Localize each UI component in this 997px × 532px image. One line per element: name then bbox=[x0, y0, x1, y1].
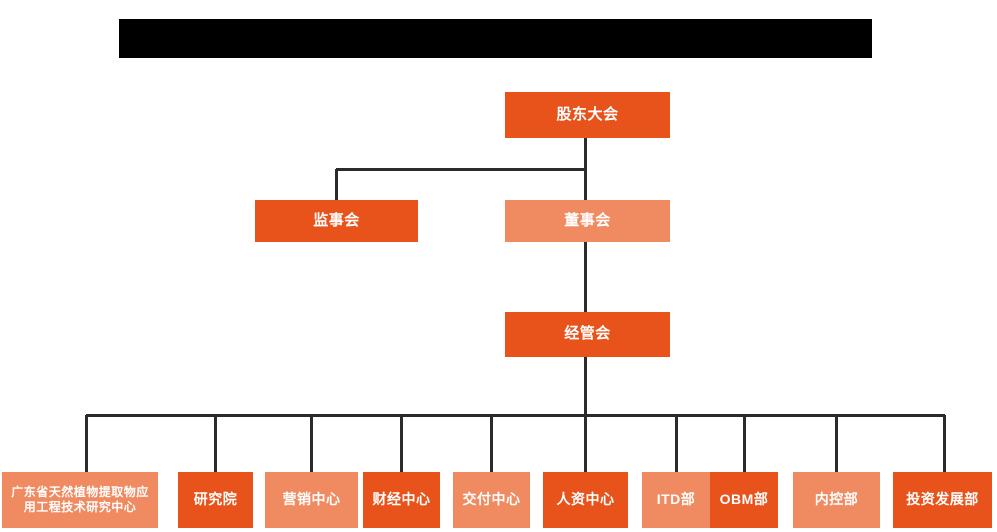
edge-directors-management bbox=[584, 242, 587, 312]
edge-leaf-2 bbox=[214, 415, 217, 472]
edge-leaf-1 bbox=[85, 415, 88, 472]
org-node-hr-center[interactable]: 人资中心 bbox=[543, 472, 628, 528]
edge-leaf-8 bbox=[743, 415, 746, 472]
org-node-label-hr-center: 人资中心 bbox=[556, 491, 615, 508]
edge-leaf-bus bbox=[86, 414, 945, 417]
edge-supervisors-drop bbox=[335, 169, 338, 200]
org-node-label-directors: 董事会 bbox=[564, 211, 611, 229]
org-node-management[interactable]: 经管会 bbox=[505, 312, 670, 357]
org-node-label-management: 经管会 bbox=[564, 325, 611, 343]
org-node-itd-dept[interactable]: ITD部 bbox=[642, 472, 710, 528]
org-node-label-obm-dept: OBM部 bbox=[719, 491, 769, 508]
org-node-label-investment-dev: 投资发展部 bbox=[906, 491, 979, 508]
edge-leaf-3 bbox=[310, 415, 313, 472]
org-node-label-internal-control: 内控部 bbox=[814, 491, 859, 508]
org-node-label-marketing-center: 营销中心 bbox=[282, 491, 341, 508]
edge-leaf-7 bbox=[675, 415, 678, 472]
edge-directors-drop bbox=[584, 169, 587, 200]
org-node-obm-dept[interactable]: OBM部 bbox=[710, 472, 778, 528]
org-node-directors[interactable]: 董事会 bbox=[505, 200, 670, 242]
edge-l2-bus bbox=[336, 168, 587, 171]
org-node-label-delivery-center: 交付中心 bbox=[462, 491, 521, 508]
org-node-supervisors[interactable]: 监事会 bbox=[255, 200, 418, 242]
org-node-label-itd-dept: ITD部 bbox=[656, 491, 696, 508]
org-node-delivery-center[interactable]: 交付中心 bbox=[453, 472, 530, 528]
edge-management-stem bbox=[584, 357, 587, 415]
org-node-research-institute[interactable]: 研究院 bbox=[178, 472, 253, 528]
edge-leaf-4 bbox=[400, 415, 403, 472]
org-node-marketing-center[interactable]: 营销中心 bbox=[265, 472, 358, 528]
org-node-label-shareholders: 股东大会 bbox=[556, 105, 619, 123]
org-node-internal-control[interactable]: 内控部 bbox=[793, 472, 880, 528]
org-node-gd-research-center[interactable]: 广东省天然植物提取物应用工程技术研究中心 bbox=[2, 472, 158, 528]
org-node-label-supervisors: 监事会 bbox=[313, 211, 360, 229]
edge-leaf-9 bbox=[835, 415, 838, 472]
org-node-label-research-institute: 研究院 bbox=[193, 491, 238, 508]
title-banner bbox=[119, 19, 872, 58]
title-banner-text bbox=[119, 19, 872, 58]
edge-leaf-10 bbox=[943, 415, 946, 472]
org-node-finance-center[interactable]: 财经中心 bbox=[363, 472, 440, 528]
edge-leaf-6 bbox=[584, 415, 587, 472]
org-node-label-gd-research-center: 广东省天然植物提取物应用工程技术研究中心 bbox=[11, 485, 149, 514]
org-node-label-finance-center: 财经中心 bbox=[372, 491, 431, 508]
org-node-investment-dev[interactable]: 投资发展部 bbox=[893, 472, 992, 528]
org-node-shareholders[interactable]: 股东大会 bbox=[505, 92, 670, 138]
edge-leaf-5 bbox=[490, 415, 493, 472]
